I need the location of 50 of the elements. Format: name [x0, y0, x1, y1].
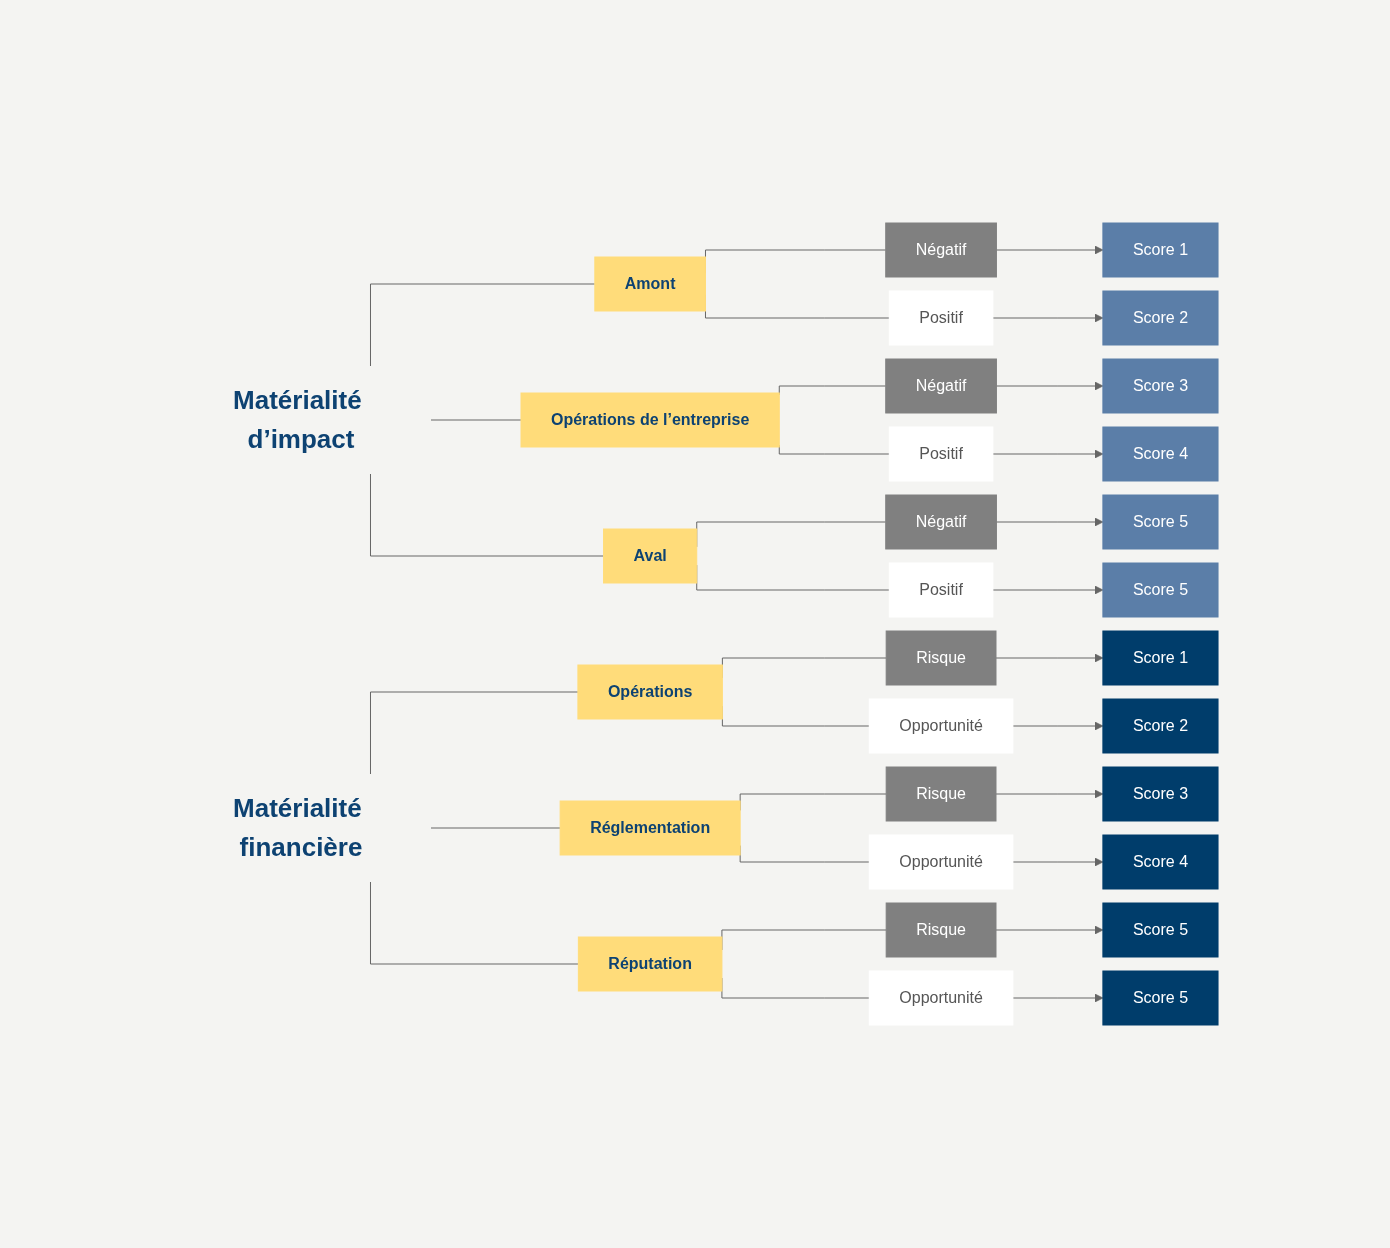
node-box: Risque	[886, 766, 997, 822]
node-box: Positif	[889, 562, 994, 618]
node-box: Réglementation	[560, 800, 742, 856]
connector	[370, 881, 580, 965]
arrow	[996, 653, 1104, 663]
node-box: Score 1	[1102, 222, 1219, 278]
node-box: Opportunité	[869, 970, 1014, 1026]
node-box: Opportunité	[869, 698, 1014, 754]
arrow	[1012, 993, 1104, 1003]
arrow	[1012, 721, 1104, 731]
node-box: Réputation	[578, 936, 723, 992]
node-box: Score 3	[1102, 766, 1219, 822]
node-box: Positif	[889, 290, 994, 346]
node-box: Score 2	[1102, 698, 1219, 754]
arrow	[1012, 857, 1104, 867]
node-box: Négatif	[885, 222, 998, 278]
arrow	[992, 585, 1104, 595]
node-box: Négatif	[885, 358, 998, 414]
node-text: Matérialité d’impact	[233, 385, 363, 454]
node-box: Opérations	[577, 664, 724, 720]
node-box: Positif	[889, 426, 994, 482]
node-box: Score 5	[1102, 494, 1219, 550]
connector	[370, 283, 596, 367]
arrow	[996, 381, 1104, 391]
node-box: Score 4	[1102, 834, 1219, 890]
arrow	[996, 245, 1104, 255]
node-box: Score 2	[1102, 290, 1219, 346]
node-box: Opportunité	[869, 834, 1014, 890]
connector	[431, 419, 522, 421]
arrow	[996, 925, 1104, 935]
arrow	[992, 449, 1104, 459]
node-box: Score 5	[1102, 902, 1219, 958]
connector	[431, 827, 562, 829]
node-box: Amont	[594, 256, 707, 312]
node-box: Score 5	[1102, 562, 1219, 618]
node-box: Score 1	[1102, 630, 1219, 686]
node-box: Score 4	[1102, 426, 1219, 482]
connector	[370, 691, 579, 775]
node-box: Aval	[603, 528, 698, 584]
node-box: Risque	[886, 902, 997, 958]
node-text: Matérialité financière	[233, 793, 363, 862]
node-box: Opérations de l’entreprise	[521, 392, 781, 448]
arrow	[992, 313, 1104, 323]
node-box: Risque	[886, 630, 997, 686]
node-box: Score 3	[1102, 358, 1219, 414]
node-box: Score 5	[1102, 970, 1219, 1026]
arrow	[996, 789, 1104, 799]
node-box: Négatif	[885, 494, 998, 550]
connector	[370, 473, 605, 557]
arrow	[996, 517, 1104, 527]
